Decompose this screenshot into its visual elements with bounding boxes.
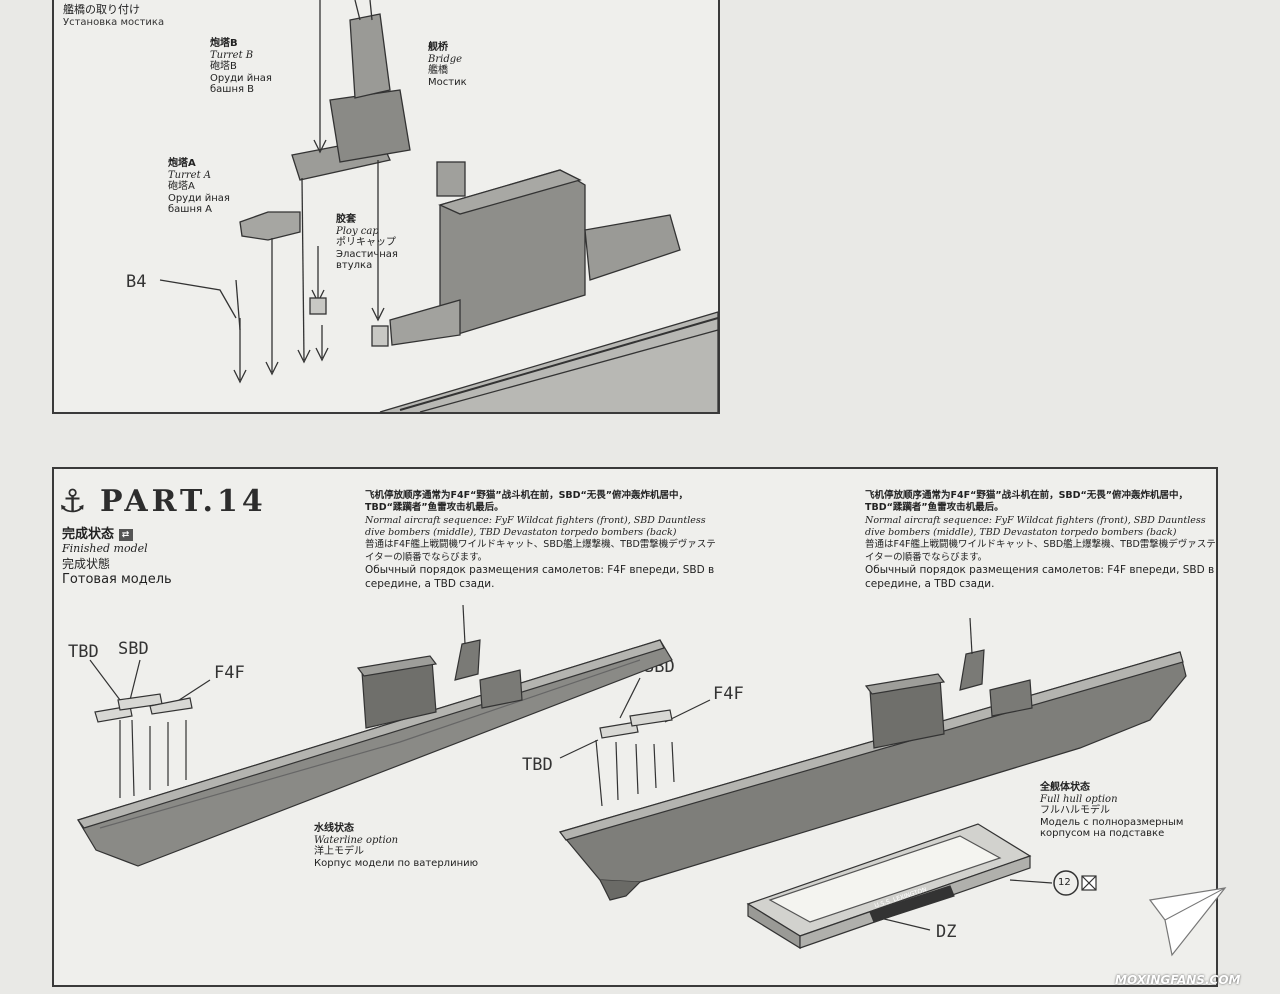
tbd-callout-right: TBD — [522, 755, 553, 775]
finished-icon: ⇄ — [118, 528, 133, 541]
f4f-callout-right: F4F — [713, 684, 744, 704]
dz-callout: DZ — [936, 922, 957, 942]
watermark-text: MOXINGFANS.COM — [1115, 973, 1241, 987]
bridge-label: 舰桥 Bridge 艦橋 Мостик — [428, 42, 467, 88]
sbd-callout-left: SBD — [118, 639, 149, 659]
tbd-callout-left: TBD — [68, 642, 99, 662]
turret-a-label: 炮塔A Turret A 砲塔A Оруди йная башня A — [168, 158, 230, 215]
anchor-icon: ⚓ — [58, 482, 87, 520]
aircraft-sequence-note-left: 飞机停放顺序通常为F4F“野猫”战斗机在前，SBD“无畏”俯冲轰炸机居中，TBD… — [365, 490, 716, 590]
b4-callout: B4 — [126, 272, 147, 292]
full-hull-label: 全舰体状态 Full hull option フルハルモデル Модель с … — [1040, 782, 1184, 839]
waterline-label: 水线状态 Waterline option 洋上モデル Корпус модел… — [314, 823, 479, 869]
aircraft-sequence-note-right: 飞机停放顺序通常为F4F“野猫”战斗机在前，SBD“无畏”俯冲轰炸机居中，TBD… — [865, 490, 1216, 590]
polycap-label: 胶套 Ploy cap ポリキャップ Эластичная втулка — [336, 214, 398, 271]
f4f-callout-left: F4F — [214, 663, 245, 683]
bridge-install-heading: 艦橋の取り付け Установка мостика — [63, 3, 165, 28]
turret-b-label: 炮塔B Turret B 砲塔B Оруди йная башня B — [210, 38, 272, 95]
part-title: PART.14 — [100, 484, 267, 519]
step-number: 12 — [1058, 877, 1071, 888]
finished-model-label: 完成状态 ⇄ Finished model 完成状態 Готовая модел… — [62, 527, 172, 587]
